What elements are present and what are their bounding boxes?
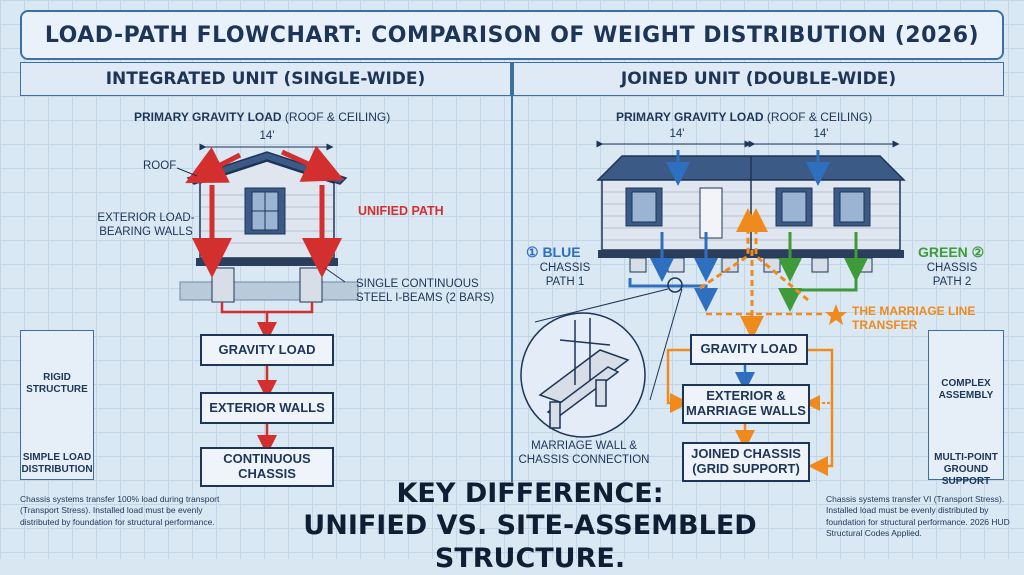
left-footnote: Chassis systems transfer 100% load durin… bbox=[20, 494, 220, 527]
chassis-path-1-label: CHASSIS PATH 1 bbox=[539, 262, 591, 288]
key-difference-line-1: KEY DIFFERENCE: bbox=[396, 478, 664, 509]
right-width-right: 14' bbox=[813, 128, 829, 140]
connection-detail bbox=[520, 312, 646, 438]
chassis-path-2-label: CHASSIS PATH 2 bbox=[926, 262, 978, 288]
right-flow-exterior-marriage-walls: EXTERIOR & MARRIAGE WALLS bbox=[682, 384, 810, 424]
roof-label: ROOF bbox=[143, 160, 177, 172]
right-flow-joined-chassis: JOINED CHASSIS (GRID SUPPORT) bbox=[682, 442, 810, 482]
blue-path-label: ① BLUE bbox=[526, 244, 581, 260]
green-path-label: GREEN ② bbox=[918, 244, 985, 260]
right-flow-gravity-load: GRAVITY LOAD bbox=[690, 334, 808, 365]
page-title: LOAD-PATH FLOWCHART: COMPARISON OF WEIGH… bbox=[44, 22, 980, 48]
left-flow-exterior-walls: EXTERIOR WALLS bbox=[200, 392, 334, 424]
right-section-heading: JOINED UNIT (DOUBLE-WIDE) bbox=[513, 62, 1004, 96]
left-side-panel bbox=[20, 330, 94, 480]
walls-label: EXTERIOR LOAD-BEARING WALLS bbox=[97, 212, 195, 238]
right-side-panel bbox=[928, 330, 1004, 480]
multi-point-label: MULTI-POINT GROUND SUPPORT bbox=[934, 452, 998, 487]
left-flow-continuous-chassis: CONTINUOUS CHASSIS bbox=[200, 447, 334, 487]
single-wide-house bbox=[176, 143, 359, 455]
simple-load-label: SIMPLE LOAD DISTRIBUTION bbox=[21, 452, 93, 475]
complex-assembly-label: COMPLEX ASSEMBLY bbox=[938, 378, 994, 401]
section-divider bbox=[511, 62, 513, 482]
connection-label: MARRIAGE WALL & CHASSIS CONNECTION bbox=[518, 440, 650, 466]
marriage-line-label: THE MARRIAGE LINE TRANSFER bbox=[852, 304, 976, 333]
diagram-graphics bbox=[42, 140, 992, 476]
right-footnote: Chassis systems transfer VI (Transport S… bbox=[826, 494, 1010, 539]
rigid-structure-label: RIGID STRUCTURE bbox=[26, 372, 88, 395]
left-primary-load: PRIMARY GRAVITY LOAD (ROOF & CEILING) bbox=[134, 110, 391, 124]
left-flow-gravity-load: GRAVITY LOAD bbox=[200, 334, 334, 366]
title-bar: LOAD-PATH FLOWCHART: COMPARISON OF WEIGH… bbox=[20, 10, 1004, 60]
right-width-left: 14' bbox=[669, 128, 685, 140]
key-difference-line-2: UNIFIED VS. SITE-ASSEMBLED STRUCTURE. bbox=[303, 510, 757, 574]
left-width-label: 14' bbox=[259, 130, 275, 142]
key-difference: KEY DIFFERENCE: UNIFIED VS. SITE-ASSEMBL… bbox=[230, 478, 830, 575]
unified-path-label: UNIFIED PATH bbox=[358, 204, 444, 218]
beams-label: SINGLE CONTINUOUS STEEL I-BEAMS (2 BARS) bbox=[356, 278, 495, 304]
right-flow-connectors bbox=[666, 348, 834, 476]
double-wide-house bbox=[534, 140, 906, 401]
left-section-heading: INTEGRATED UNIT (SINGLE-WIDE) bbox=[20, 62, 511, 96]
right-primary-load: PRIMARY GRAVITY LOAD (ROOF & CEILING) bbox=[616, 110, 873, 124]
